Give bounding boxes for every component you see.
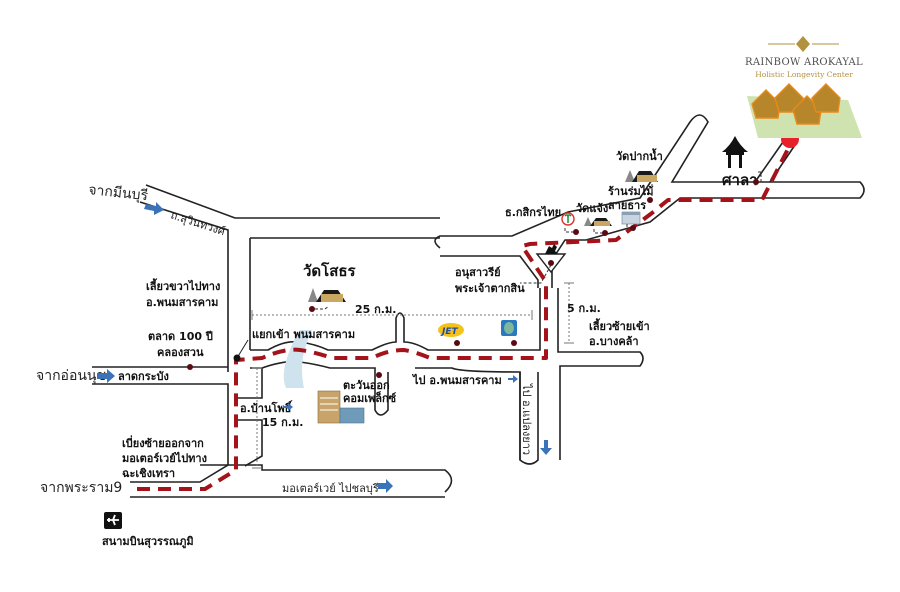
- river: [283, 330, 312, 388]
- airplane-icon: [104, 512, 122, 529]
- landmark-wat-pak-nam: วัดปากน้ำ: [616, 148, 663, 163]
- jet-logo-text: JET: [440, 327, 458, 337]
- arrow-right-icon: [508, 375, 518, 383]
- origin-on-nut: จากอ่อนนุช: [36, 368, 106, 384]
- junction-leader: [236, 339, 249, 359]
- road-branch-banpho: [238, 419, 263, 467]
- arrow-right-icon: [144, 202, 164, 215]
- temple-icon: [625, 170, 658, 182]
- arrow-down-icon: [540, 440, 552, 455]
- junction-dot: [233, 354, 241, 362]
- landmark-market-1: ตลาด 100 ปี: [148, 330, 213, 343]
- arrow-right-icon: [97, 369, 115, 383]
- origin-rama9: จากพระราม9: [40, 480, 122, 496]
- shop-leader: [626, 224, 631, 229]
- road-upper-left: [434, 114, 865, 288]
- note-turn-left-motorway-1: เบี่ยงซ้ายออกจาก: [122, 435, 204, 450]
- landmark-umbrella-shop-1: ร้านร่มไม้: [608, 184, 654, 198]
- pavilion-icon: [722, 136, 748, 168]
- road-network: [92, 114, 865, 498]
- wat-sothon-leader: [315, 305, 330, 310]
- sala-leader: [758, 171, 762, 182]
- note-turn-left-bangkhla-2: อ.บางคล้า: [589, 335, 639, 348]
- horse-monument-icon: [535, 244, 567, 274]
- road-label-lat-krabang: ลาดกระบัง: [118, 370, 169, 383]
- shop-dot[interactable]: [630, 225, 636, 231]
- shop-icon: [621, 211, 641, 225]
- brand-logo: [768, 36, 839, 52]
- landmark-airport: สนามบินสุวรรณภูมิ: [102, 535, 194, 549]
- dimension-15km: [252, 367, 262, 469]
- distance-25km: 25 ก.ม.: [355, 303, 396, 316]
- tawan-ok-dot[interactable]: [376, 372, 382, 378]
- kasikorn-leader: [564, 228, 573, 233]
- wat-chaeng-leader: [593, 229, 602, 234]
- road-plaeng-yao: [519, 372, 539, 465]
- monument-leader: [520, 264, 552, 284]
- road-uturn-left: [374, 372, 389, 416]
- kasikorn-dot[interactable]: [573, 229, 579, 235]
- note-turn-left-motorway-3: ฉะเชิงเทรา: [122, 467, 175, 480]
- distance-5km: 5 ก.ม.: [567, 302, 601, 315]
- landmark-monument-2: พระเจ้าตากสิน: [455, 282, 525, 295]
- bangchak-dot[interactable]: [511, 340, 517, 346]
- origin-minburi: จากมีนบุรี: [88, 182, 150, 204]
- road-suwinthawong-top: [145, 184, 440, 219]
- temple-icon: [584, 217, 612, 226]
- distance-15km: 15 ก.ม.: [262, 416, 303, 429]
- temple-icon: [308, 288, 346, 302]
- sala-dot[interactable]: [753, 179, 759, 185]
- landmark-kasikorn: ธ.กสิกรไทย: [505, 205, 561, 219]
- market-dot[interactable]: [187, 364, 193, 370]
- arrow-right-icon: [378, 479, 393, 493]
- junction-phanom-label: แยกเข้า พนมสารคาม: [252, 328, 355, 341]
- diamond-logo-icon: [796, 36, 810, 52]
- note-turn-right-phanom-2: อ.พนมสารคาม: [146, 296, 218, 309]
- landmark-sala: ศาลา: [722, 171, 758, 189]
- road-label-suwinthawong: ถ.สุวินทวงศ์: [169, 208, 227, 238]
- road-label-ban-pho: อ.บ้านโพธิ์: [240, 400, 293, 415]
- note-turn-left-motorway-2: มอเตอร์เวย์ไปทาง: [122, 451, 207, 465]
- landmark-monument-1: อนุสาวรีย์: [455, 266, 501, 280]
- building-icon: [317, 390, 365, 424]
- landmark-umbrella-shop-2: สายธาร: [608, 199, 646, 212]
- bank-icon: [561, 212, 575, 226]
- road-suwinthawong-bottom: [139, 201, 229, 372]
- brand-tagline: Holistic Longevity Center: [755, 70, 853, 79]
- road-main-right: [557, 288, 644, 460]
- arrow-right-icon: [283, 403, 293, 411]
- gas-station-icon: JET: [438, 323, 464, 337]
- shop-dot-2[interactable]: [647, 197, 653, 203]
- wat-sothon-dot[interactable]: [309, 306, 315, 312]
- landmark-tawan-ok-1: ตะวันออก: [343, 379, 390, 392]
- note-turn-right-phanom-1: เลี้ยวขวาไปทาง: [146, 278, 220, 293]
- landmark-tawan-ok-2: คอมเพล็กซ์: [343, 391, 397, 405]
- note-turn-left-bangkhla-1: เลี้ยวซ้ายเข้า: [589, 318, 650, 333]
- dimension-25km: [251, 310, 533, 320]
- route-path: [137, 144, 792, 491]
- landmark-market-2: คลองสวน: [157, 346, 204, 359]
- landmark-wat-chaeng: วัดแจ้ง: [576, 202, 608, 215]
- resort-houses-icon: [747, 83, 862, 138]
- road-upper-bottom: [440, 255, 539, 288]
- landmark-wat-sothon: วัดโสธร: [303, 261, 357, 280]
- road-label-plaeng-yao: ไป อ.แปลงยาว: [520, 383, 533, 455]
- jet-dot[interactable]: [454, 340, 460, 346]
- road-motorway-top: [200, 464, 453, 493]
- road-label-motorway-chonburi: มอเตอร์เวย์ ไปชลบุรี: [282, 482, 379, 495]
- gas-station-icon: [501, 320, 517, 336]
- brand-name: RAINBOW AROKAYAL: [745, 57, 863, 68]
- road-label-to-phanom: ไป อ.พนมสารคาม: [411, 373, 502, 387]
- wat-chaeng-dot[interactable]: [602, 230, 608, 236]
- dimension-5km: [564, 282, 574, 344]
